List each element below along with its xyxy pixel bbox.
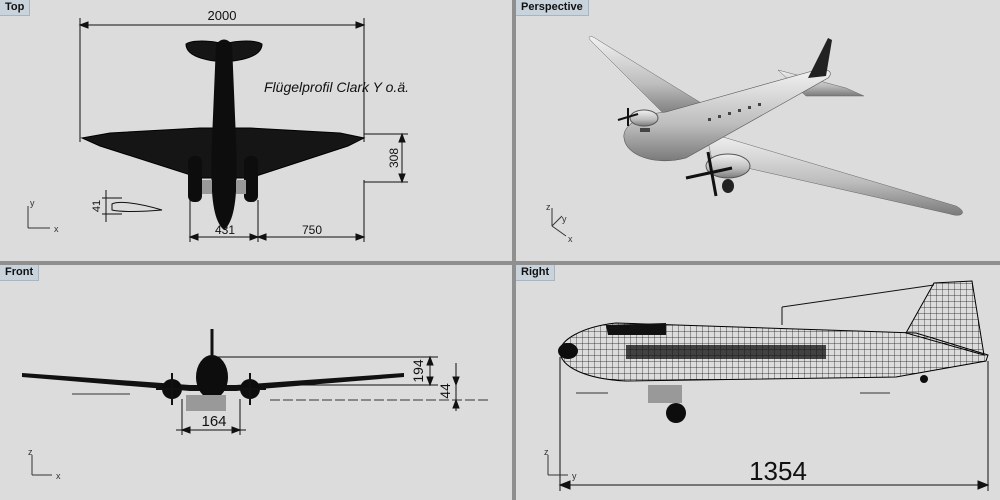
dimension-height-upper-label: 194	[410, 359, 426, 383]
dimension-bottom	[188, 180, 366, 242]
dimension-length	[558, 357, 990, 491]
dimension-thickness-label: 41	[91, 200, 103, 212]
far-engine	[629, 109, 659, 127]
dimension-length-label: 1354	[749, 456, 807, 486]
dimension-engine-spacing	[176, 399, 246, 435]
right-view-canvas[interactable]: 1354 z y	[516, 265, 1000, 500]
axis-y-label: y	[30, 198, 35, 208]
axis-z-label: z	[544, 447, 549, 457]
dimension-fuselage-width-label: 431	[215, 223, 235, 237]
perspective-view-canvas[interactable]: z y x	[516, 0, 1000, 261]
axis-triad-front	[31, 455, 52, 476]
gear-shadow-front	[186, 395, 226, 411]
wing-root-side	[626, 345, 826, 359]
axis-triad-perspective	[551, 208, 567, 237]
near-wing	[705, 131, 963, 216]
axis-x-label: x	[54, 224, 59, 234]
tail-fin	[808, 38, 832, 78]
tail-wheel	[920, 375, 928, 383]
dimension-thickness	[102, 190, 122, 222]
viewport-title-perspective[interactable]: Perspective	[516, 0, 589, 16]
viewport-front[interactable]: 164 194 44 z x Front	[0, 265, 512, 500]
right-gear-shadow	[236, 180, 246, 194]
dimension-engine-spacing-label: 164	[201, 413, 226, 430]
airfoil-note: Flügelprofil Clark Y o.ä.	[264, 79, 409, 95]
axis-y-label: y	[572, 471, 577, 481]
viewport-top[interactable]: 2000 308 431	[0, 0, 512, 261]
viewport-title-right[interactable]: Right	[516, 265, 556, 281]
far-wing	[588, 36, 717, 117]
dimension-chord	[364, 132, 408, 184]
airfoil-profile	[111, 201, 163, 212]
axis-z-label: z	[546, 202, 551, 212]
near-wheel	[722, 179, 734, 193]
propellers-front	[156, 373, 266, 405]
fuselage-front	[196, 355, 228, 399]
top-view-canvas[interactable]: 2000 308 431	[0, 0, 512, 261]
viewport-title-front[interactable]: Front	[0, 265, 40, 281]
dimension-semi-span-label: 750	[302, 223, 322, 237]
dimension-wingspan	[78, 18, 366, 142]
main-wheel	[666, 403, 686, 423]
axis-z-label: z	[28, 447, 33, 457]
axis-triad-right	[547, 455, 568, 476]
left-nacelle	[188, 156, 202, 202]
viewport-title-top[interactable]: Top	[0, 0, 31, 16]
dimension-wingspan-label: 2000	[208, 8, 237, 23]
cockpit	[606, 323, 666, 335]
far-propeller	[617, 108, 639, 126]
axis-x-label: x	[568, 234, 573, 244]
dimension-height-lower-label: 44	[437, 383, 453, 399]
axis-x-label: x	[56, 471, 61, 481]
gear-shadow-side	[648, 385, 682, 403]
windows	[640, 103, 761, 132]
right-nacelle	[244, 156, 258, 202]
axis-triad-top	[27, 206, 50, 229]
left-gear-shadow	[202, 180, 212, 194]
viewport-right[interactable]: 1354 z y Right	[516, 265, 1000, 500]
tail-fin-side	[905, 280, 985, 356]
near-propeller	[685, 151, 733, 197]
fuselage	[211, 39, 237, 230]
viewport-perspective[interactable]: z y x Perspective	[516, 0, 1000, 261]
dimension-height	[214, 355, 460, 411]
antenna-wire	[781, 284, 935, 308]
axis-y-label: y	[562, 214, 567, 224]
dimension-chord-label: 308	[387, 148, 401, 168]
nose	[558, 343, 578, 359]
front-view-canvas[interactable]: 164 194 44 z x	[0, 265, 512, 500]
